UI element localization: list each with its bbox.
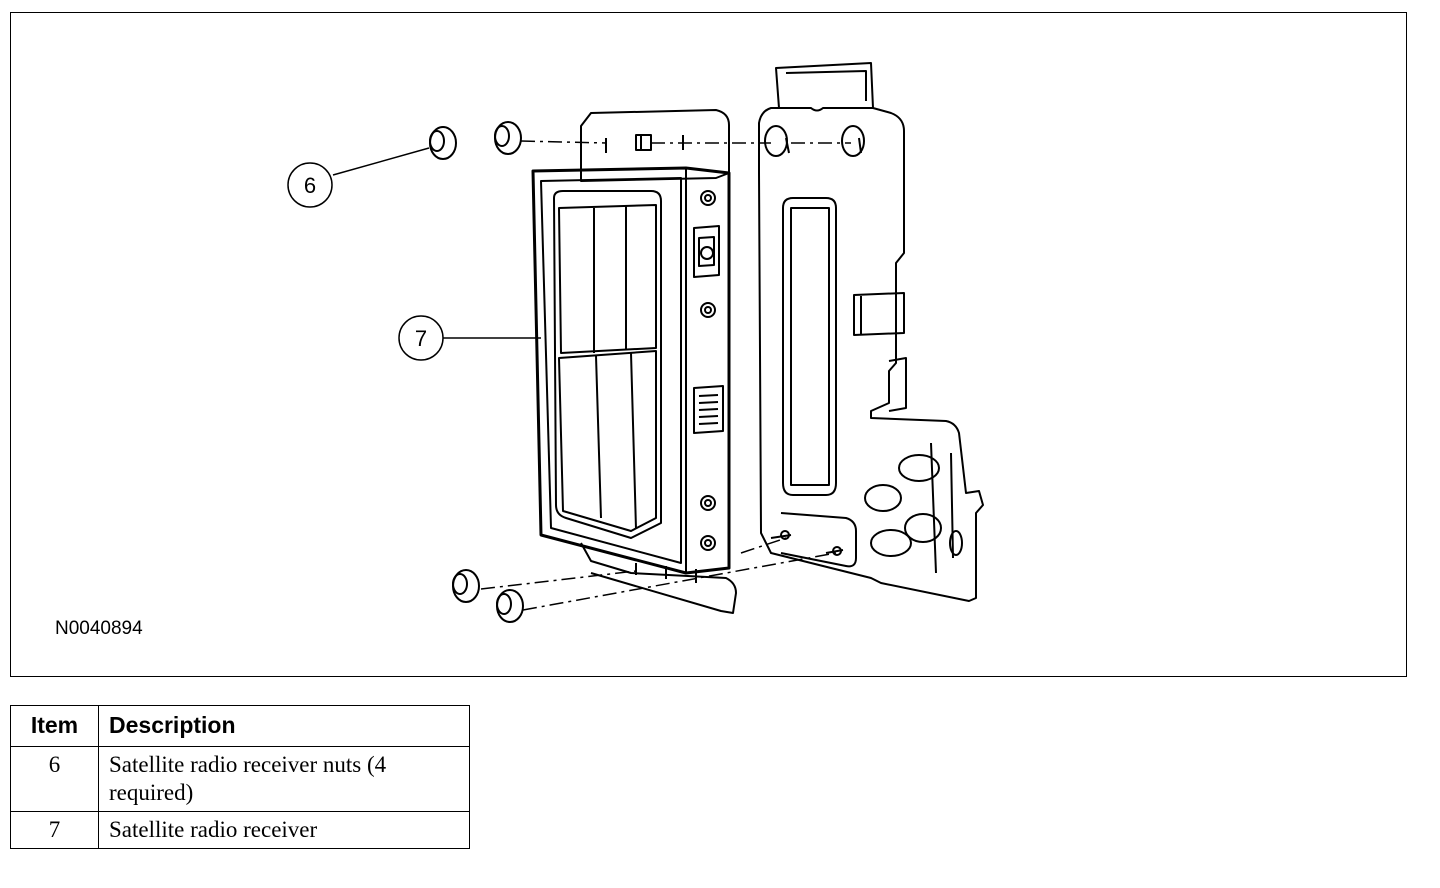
callout-6-label: 6 <box>304 173 316 198</box>
figure-id: N0040894 <box>55 618 143 639</box>
row-item: 7 <box>10 811 99 849</box>
header-description: Description <box>98 705 470 747</box>
legend-header-row: Item Description <box>10 705 470 747</box>
exploded-view-drawing: 6 7 <box>287 62 984 623</box>
row-item: 6 <box>10 746 99 812</box>
mounting-bracket <box>758 62 984 602</box>
nut-upper-left <box>429 126 457 160</box>
row-description: Satellite radio receiver nuts (4 require… <box>98 746 470 812</box>
nut-lower-right <box>496 589 524 623</box>
header-item: Item <box>10 705 99 747</box>
nut-lower-left <box>452 569 480 603</box>
table-row: 6 Satellite radio receiver nuts (4 requi… <box>10 746 470 812</box>
legend-table: Item Description 6 Satellite radio recei… <box>10 705 470 849</box>
satellite-radio-receiver <box>531 109 737 614</box>
alignment-lines <box>480 140 851 611</box>
receiver-nuts <box>429 121 524 623</box>
callout-leaders <box>332 147 541 339</box>
callout-7: 7 <box>398 315 444 361</box>
table-row: 7 Satellite radio receiver <box>10 811 470 849</box>
diagram-frame: 6 7 N0040894 <box>10 12 1407 677</box>
nut-upper-right <box>494 121 522 155</box>
callout-7-label: 7 <box>415 326 427 351</box>
callout-6: 6 <box>287 162 333 208</box>
row-description: Satellite radio receiver <box>98 811 470 849</box>
